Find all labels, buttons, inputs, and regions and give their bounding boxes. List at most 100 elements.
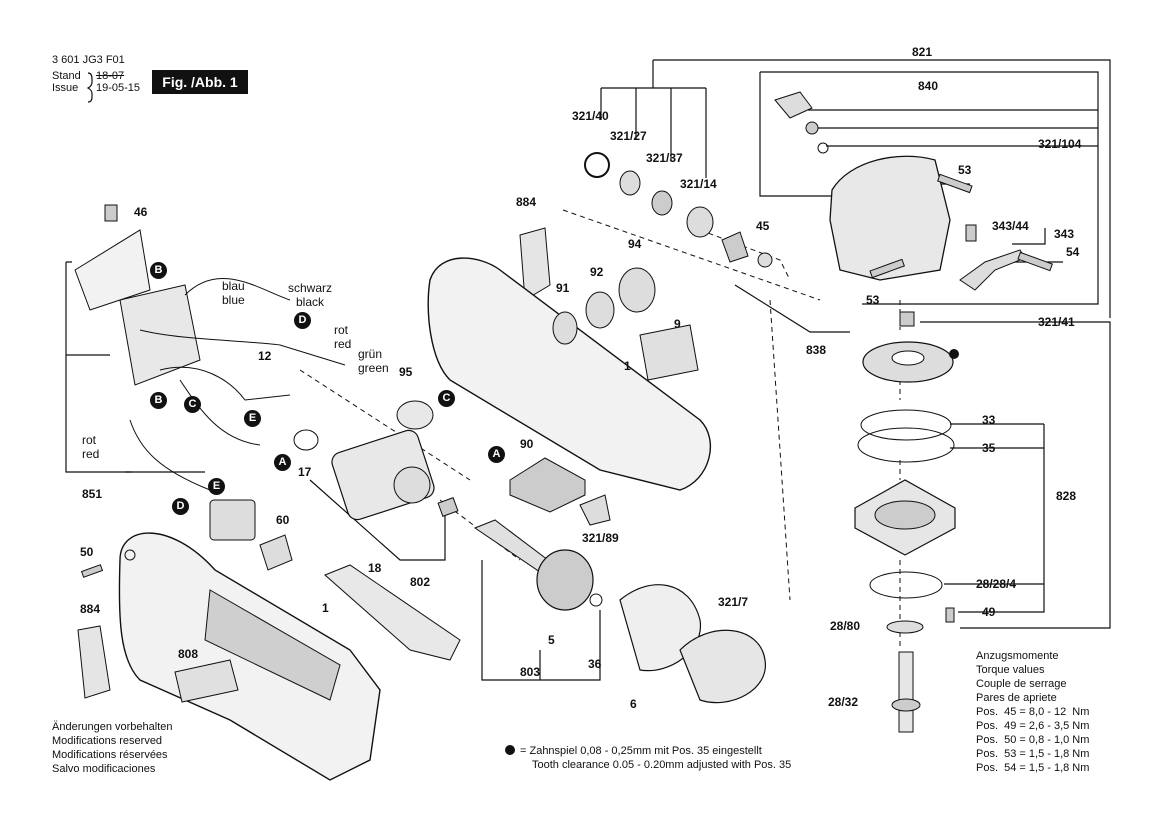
part-number: 321/41 [1038, 315, 1075, 329]
part-number: 90 [520, 437, 534, 451]
connector-tag: C [184, 396, 201, 413]
spring-343-44 [965, 224, 977, 242]
modifications-note: Modifications réservées [52, 749, 168, 761]
battery-indicator-90 [509, 457, 586, 513]
part-number: 95 [399, 365, 413, 379]
bracket-802 [309, 479, 446, 561]
wire-label: blau [222, 279, 245, 293]
part-number: 6 [630, 697, 637, 711]
part-number: 828 [1056, 489, 1077, 503]
circlip-321-40 [584, 152, 610, 178]
part-number: 803 [520, 665, 541, 679]
wire-red-851 [129, 419, 211, 491]
torque-row: Pos. 53 = 1,5 - 1,8 Nm [976, 748, 1090, 760]
part-number: 28/28/4 [976, 577, 1017, 591]
gear-5 [536, 549, 594, 611]
armature-shaft [473, 519, 549, 573]
housing-right-part [427, 257, 712, 491]
part-number: 884 [516, 195, 537, 209]
screw-50 [80, 564, 104, 578]
part-number: 35 [982, 441, 996, 455]
bracket-840 [759, 71, 1099, 305]
screw-54 [1017, 251, 1053, 272]
seal-321-37 [651, 190, 673, 216]
part-number: 17 [298, 465, 312, 479]
issue-label: Issue [52, 82, 79, 94]
part-number: 9 [674, 317, 681, 331]
bearing-802 [437, 497, 459, 517]
part-number: 53 [958, 163, 972, 177]
part-94 [618, 267, 656, 313]
drawing-number: 3 601 JG3 F01 [52, 54, 125, 66]
part-number: 343 [1054, 227, 1075, 241]
part-number: 36 [588, 657, 602, 671]
wire-label: schwarz [288, 281, 333, 295]
connector-tag: B [150, 262, 167, 279]
part-number: 33 [982, 413, 996, 427]
switch-slide-18 [324, 564, 461, 661]
cap-95 [396, 400, 434, 430]
ring-321-27 [619, 170, 641, 196]
torque-title: Couple de serrage [976, 678, 1067, 690]
part-number: 321/40 [572, 109, 609, 123]
stand-date: 18-07 [96, 70, 125, 82]
torque-row: Pos. 50 = 0,8 - 1,0 Nm [976, 734, 1090, 746]
part-number: 54 [1066, 245, 1080, 259]
modifications-note: Modifications reserved [52, 735, 163, 747]
part-number: 1 [322, 601, 329, 615]
gear-housing-821 [829, 155, 951, 281]
part-number: 321/104 [1038, 137, 1082, 151]
wire-label: green [358, 361, 389, 375]
part-number: 821 [912, 45, 933, 59]
bracket-828 [944, 423, 1045, 613]
ring-17 [293, 429, 319, 451]
modifications-note: Änderungen vorbehalten [52, 721, 173, 733]
label-808-plate [174, 659, 239, 703]
modifications-note: Salvo modificaciones [52, 763, 156, 775]
guard-321-7 [679, 629, 766, 704]
wire-red [139, 329, 346, 366]
wire-label: rot [82, 433, 97, 447]
wire-label: grün [358, 347, 383, 361]
part-number: 28/32 [828, 695, 859, 709]
wire-blue [184, 278, 291, 301]
bearing-321-41 [899, 311, 915, 327]
part-number: 321/37 [646, 151, 683, 165]
torque-title: Pares de apriete [976, 692, 1057, 704]
ribbon-cable [179, 379, 261, 446]
label-9-plate [639, 324, 699, 381]
torque-row: Pos. 54 = 1,5 - 1,8 Nm [976, 762, 1090, 774]
figure-badge: Fig. /Abb. 1 [152, 70, 248, 94]
part-number: 50 [80, 545, 94, 559]
part-number: 92 [590, 265, 604, 279]
part-number: 49 [982, 605, 996, 619]
lock-button-840 [774, 91, 813, 119]
connector-tag: A [488, 446, 505, 463]
wire-label: red [82, 447, 100, 461]
connector-tag: B [150, 392, 167, 409]
circlip-36 [589, 593, 603, 607]
part-number: 12 [258, 349, 272, 363]
part-number: 343/44 [992, 219, 1029, 233]
nut-45 [757, 252, 773, 268]
footnote-line: = Zahnspiel 0,08 - 0,25mm mit Pos. 35 ei… [520, 745, 762, 757]
battery-contact-plate [74, 229, 151, 311]
o-ring-28-28-4 [869, 571, 943, 599]
torque-row: Pos. 45 = 8,0 - 12 Nm [976, 706, 1090, 718]
wire-label: blue [222, 293, 245, 307]
part-number: 840 [918, 79, 939, 93]
connector-tag: E [208, 478, 225, 495]
part-number: 28/80 [830, 619, 861, 633]
lever-343 [959, 249, 1026, 291]
spring-840 [805, 121, 819, 135]
screw-hole-icon [124, 549, 136, 561]
part-number: 45 [756, 219, 770, 233]
part-number: 91 [556, 281, 570, 295]
header-brace [86, 72, 93, 103]
footnote-dot-icon [505, 745, 515, 755]
spring-46 [104, 204, 118, 222]
part-number: 321/7 [718, 595, 749, 609]
part-321-89 [579, 494, 611, 526]
part-number: 5 [548, 633, 555, 647]
screw-49 [945, 607, 955, 623]
